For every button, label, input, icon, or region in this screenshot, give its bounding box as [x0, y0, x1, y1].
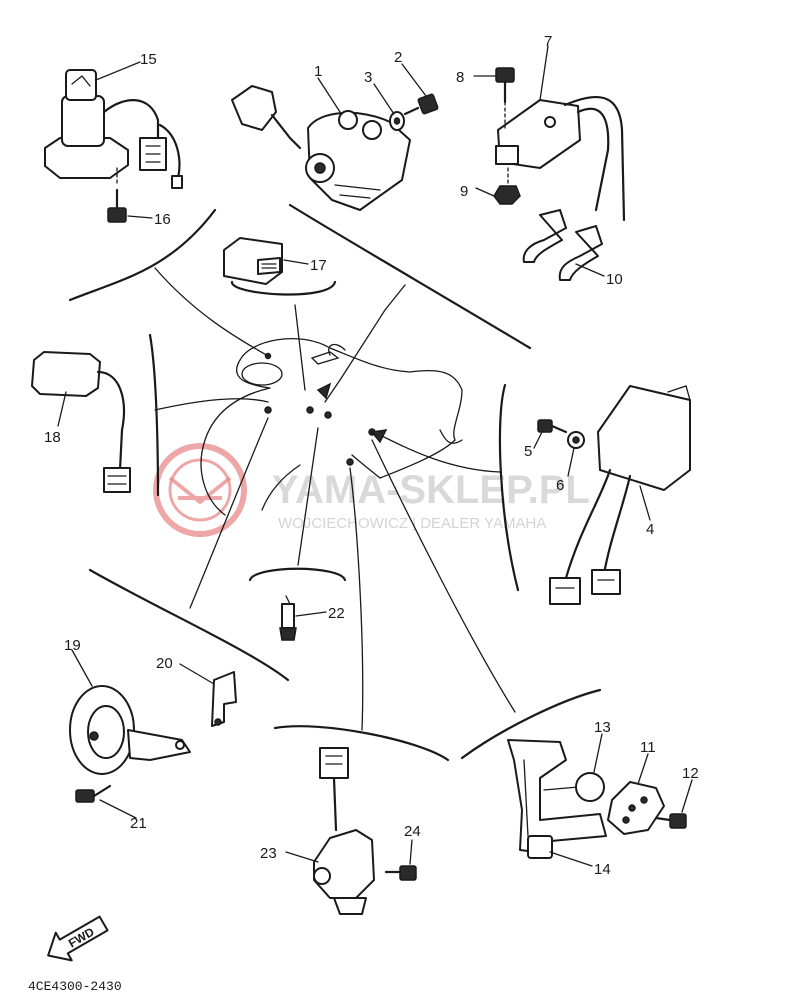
part-label-8: 8 [456, 69, 464, 86]
part-labels: 1 2 3 4 5 6 7 8 9 10 11 12 13 14 15 16 1… [44, 33, 699, 878]
bracket-assembly [507, 739, 665, 859]
horn-19 [69, 685, 191, 775]
screw-5 [537, 419, 568, 434]
part-label-13: 13 [594, 719, 611, 736]
part-label-20: 20 [156, 655, 173, 672]
ignition-coil-7 [495, 96, 626, 281]
part-label-3: 3 [364, 69, 372, 86]
part-label-23: 23 [260, 845, 277, 862]
part-label-6: 6 [556, 477, 564, 494]
part-label-1: 1 [314, 63, 322, 80]
part-22 [279, 595, 297, 641]
part-label-14: 14 [594, 861, 611, 878]
lead-18 [31, 351, 131, 493]
main-switch-assembly [44, 69, 183, 189]
part-label-7: 7 [544, 33, 552, 50]
washer-3 [389, 111, 405, 131]
leader-lines [154, 267, 516, 731]
part-label-16: 16 [154, 211, 171, 228]
part-label-21: 21 [130, 815, 147, 832]
screw-24 [384, 865, 417, 881]
part-label-18: 18 [44, 429, 61, 446]
nut-9 [493, 167, 521, 205]
watermark: YAMA-SKLEP.PL WOJCIECHOWICZ | DEALER YAM… [153, 443, 590, 537]
screw-12 [654, 813, 687, 829]
part-label-22: 22 [328, 605, 345, 622]
part-label-24: 24 [404, 823, 421, 840]
bolt-21 [75, 784, 112, 803]
bracket-20 [211, 671, 237, 727]
sensor-23 [313, 747, 375, 915]
collar-6 [567, 431, 585, 449]
diagram-code: 4CE4300-2430 [28, 979, 122, 994]
part-label-15: 15 [140, 51, 157, 68]
part-label-10: 10 [606, 271, 623, 288]
fwd-arrow-icon: FWD [47, 915, 109, 962]
part-label-11: 11 [640, 739, 656, 756]
part-label-5: 5 [524, 443, 532, 460]
part-label-4: 4 [646, 521, 654, 538]
part-label-19: 19 [64, 637, 81, 654]
callout-leaders [57, 45, 693, 867]
frame-silhouette [200, 337, 463, 516]
part-label-2: 2 [394, 49, 402, 66]
part-label-17: 17 [310, 257, 327, 274]
bolt-16 [107, 167, 127, 223]
part-label-9: 9 [460, 183, 468, 200]
bracket-lines [68, 203, 602, 762]
bolt-8 [495, 67, 515, 129]
part-label-12: 12 [682, 765, 699, 782]
watermark-title: YAMA-SKLEP.PL [272, 468, 590, 512]
cdi-unit-4 [549, 385, 691, 605]
switch-assembly-1 [231, 85, 411, 211]
watermark-logo-icon [153, 443, 247, 537]
bolt-2 [403, 93, 439, 116]
relay-17 [223, 237, 283, 285]
